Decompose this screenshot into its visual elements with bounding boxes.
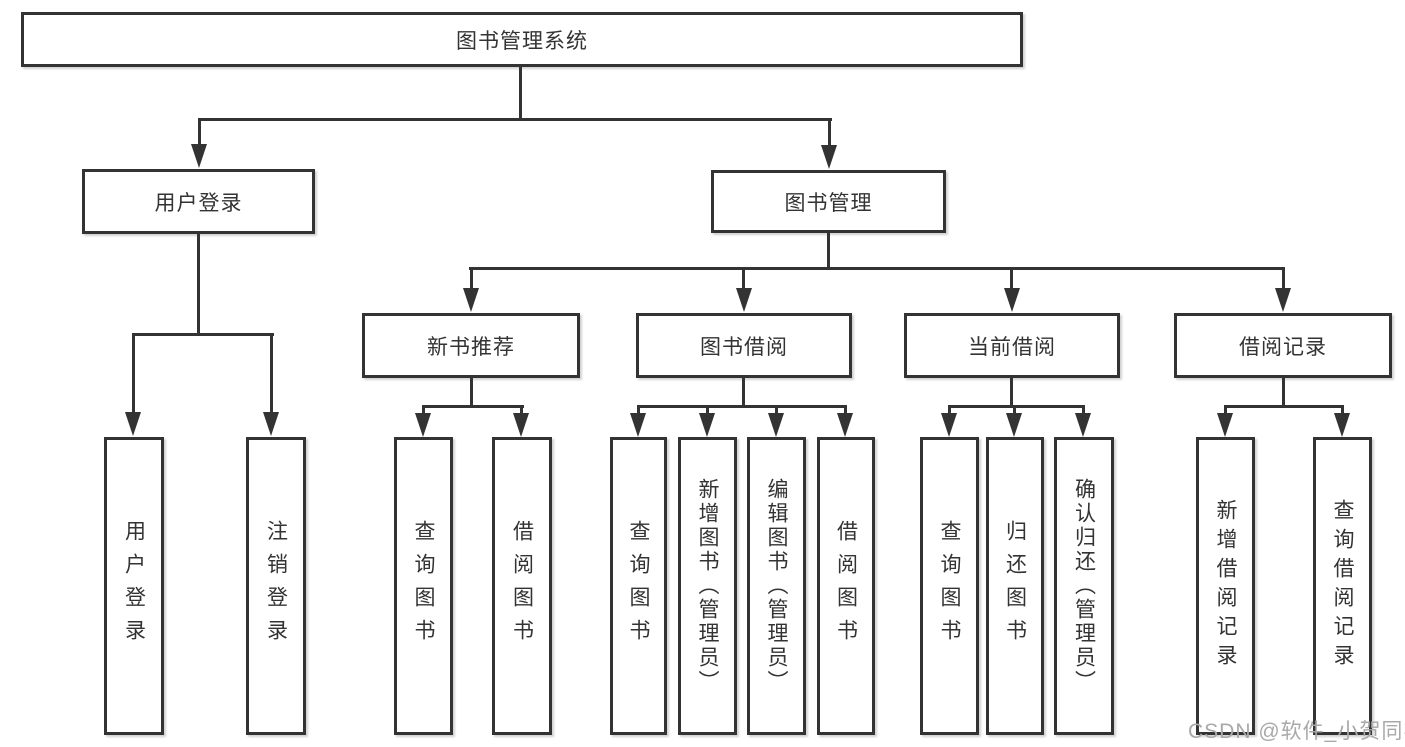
connector-group2-stem [1010, 377, 1013, 407]
node-current-borrowing: 当前借阅 [904, 313, 1120, 378]
leaf-borrow-books-recommend: 借阅图书 [492, 437, 552, 735]
arrow-down-icon [125, 412, 141, 436]
node-label: 当前借阅 [968, 335, 1056, 359]
connector-drop [706, 405, 709, 417]
arrow-down-icon [1217, 413, 1233, 437]
arrow-down-icon [736, 288, 752, 312]
leaf-label: 用户登录 [122, 520, 146, 652]
connector-root-rail [198, 118, 832, 121]
arrow-down-icon [768, 413, 784, 437]
leaf-label: 查询图书 [938, 520, 961, 652]
connector-drop [1013, 405, 1016, 417]
connector-drop-borrowing-records [1282, 267, 1285, 291]
leaf-label: 新增借阅记录 [1214, 499, 1237, 673]
leaf-label: 注销登录 [264, 520, 288, 652]
connector-drop-current-borrowing [1010, 267, 1013, 291]
connector-drop-leaf-user-login [132, 333, 135, 413]
connector-drop-user-login [198, 118, 201, 150]
node-library-management-system: 图书管理系统 [21, 12, 1023, 67]
connector-group0-rail [422, 405, 524, 408]
arrow-down-icon [463, 288, 479, 312]
leaf-label: 编辑图书（管理员） [765, 478, 788, 694]
connector-group3-rail [1224, 405, 1344, 408]
connector-group2-rail [948, 405, 1085, 408]
leaf-borrow-books: 借阅图书 [817, 437, 875, 735]
node-label: 图书借阅 [700, 335, 788, 359]
node-label: 图书管理系统 [456, 29, 588, 53]
arrow-down-icon [513, 413, 529, 437]
node-label: 图书管理 [784, 191, 873, 215]
arrow-down-icon [1075, 413, 1091, 437]
leaf-user-login: 用户登录 [104, 437, 164, 735]
leaf-query-books-borrowing: 查询图书 [610, 437, 667, 735]
connector-drop [637, 405, 640, 417]
node-label: 新书推荐 [427, 335, 515, 359]
leaf-edit-book-admin: 编辑图书（管理员） [747, 437, 806, 735]
leaf-add-borrow-record: 新增借阅记录 [1196, 437, 1255, 735]
leaf-label: 查询图书 [412, 520, 435, 652]
leaf-label: 确认归还（管理员） [1072, 478, 1096, 694]
arrow-down-icon [1275, 288, 1291, 312]
connector-drop [520, 405, 523, 417]
connector-drop-book-borrowing [742, 267, 745, 291]
node-label: 用户登录 [154, 191, 243, 215]
leaf-query-borrow-record: 查询借阅记录 [1313, 437, 1372, 735]
arrow-down-icon [1006, 413, 1022, 437]
arrow-down-icon [837, 413, 853, 437]
leaf-label: 新增图书（管理员） [696, 478, 719, 694]
arrow-down-icon [630, 413, 646, 437]
leaf-label: 查询借阅记录 [1331, 499, 1354, 673]
leaf-query-books-current: 查询图书 [920, 437, 979, 735]
watermark: CSDN @软件_小贺同学 [1188, 720, 1405, 743]
arrow-down-icon [415, 413, 431, 437]
connector-group1-stem [742, 377, 745, 407]
node-user-login: 用户登录 [82, 169, 315, 234]
connector-group0-stem [470, 377, 473, 407]
arrow-down-icon [941, 413, 957, 437]
node-book-borrowing: 图书借阅 [636, 313, 852, 378]
leaf-add-book-admin: 新增图书（管理员） [678, 437, 737, 735]
leaf-logout: 注销登录 [246, 437, 306, 735]
connector-drop-leaf-logout [270, 333, 273, 413]
leaf-label: 归还图书 [1003, 520, 1027, 652]
arrow-down-icon [821, 145, 837, 169]
connector-drop [1341, 405, 1344, 417]
connector-drop [844, 405, 847, 417]
leaf-label: 借阅图书 [834, 520, 858, 652]
connector-user-login-rail [132, 333, 274, 336]
connector-drop [948, 405, 951, 417]
connector-drop [1082, 405, 1085, 417]
arrow-down-icon [191, 144, 207, 168]
node-label: 借阅记录 [1239, 335, 1327, 359]
connector-drop [1224, 405, 1227, 417]
connector-user-login-stem [197, 233, 200, 336]
node-borrowing-records: 借阅记录 [1174, 313, 1392, 378]
node-book-management: 图书管理 [711, 170, 946, 233]
leaf-return-books: 归还图书 [986, 437, 1044, 735]
leaf-confirm-return-admin: 确认归还（管理员） [1054, 437, 1114, 735]
leaf-label: 借阅图书 [510, 520, 534, 652]
leaf-query-books-recommend: 查询图书 [394, 437, 453, 735]
connector-book-mgmt-stem [827, 232, 830, 270]
connector-drop [775, 405, 778, 417]
connector-drop-book-management [828, 118, 831, 150]
arrow-down-icon [263, 412, 279, 436]
connector-book-mgmt-rail [469, 267, 1285, 270]
connector-drop-new-book [470, 267, 473, 291]
connector-root-stem [519, 66, 522, 120]
arrow-down-icon [1004, 288, 1020, 312]
connector-group3-stem [1282, 377, 1285, 407]
arrow-down-icon [699, 413, 715, 437]
node-new-book-recommendation: 新书推荐 [362, 313, 580, 378]
connector-group1-rail [637, 405, 847, 408]
connector-drop [422, 405, 425, 417]
arrow-down-icon [1334, 413, 1350, 437]
leaf-label: 查询图书 [627, 520, 650, 652]
